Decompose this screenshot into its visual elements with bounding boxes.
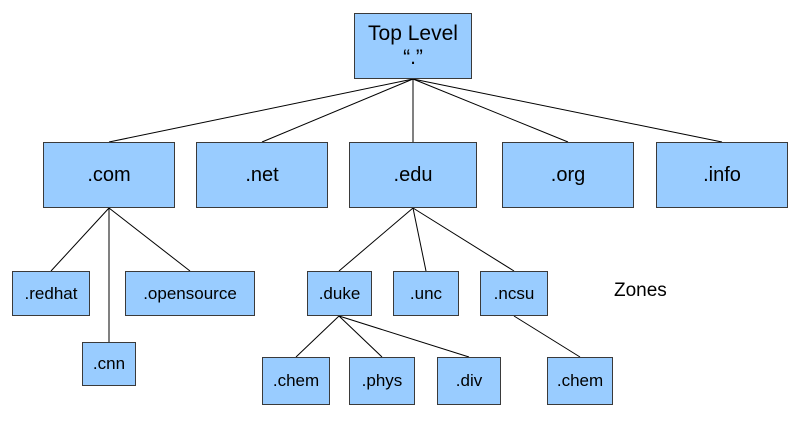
node-duke-chem-label: .chem (272, 371, 320, 391)
node-opensource: .opensource (125, 271, 255, 316)
node-net: .net (196, 142, 328, 208)
edge-duke-chem (295, 315, 340, 358)
root-label-line2: “.” (403, 46, 423, 69)
edge-com-redhat (50, 207, 110, 272)
node-duke-div-label: .div (455, 371, 483, 391)
root-node: Top Level “.” (354, 13, 472, 79)
zones-caption: Zones (614, 280, 667, 301)
node-info-label: .info (703, 163, 741, 186)
node-redhat-label: .redhat (24, 283, 78, 303)
node-opensource-label: .opensource (143, 283, 237, 303)
edge-duke-phys (338, 315, 383, 358)
node-ncsu: .ncsu (480, 271, 548, 316)
edge-root-net (261, 78, 414, 143)
node-duke-phys: .phys (349, 357, 415, 405)
node-com: .com (43, 142, 175, 208)
edge-duke-div (338, 315, 470, 358)
node-com-label: .com (87, 163, 131, 186)
node-duke-label: .duke (318, 283, 361, 303)
edge-edu-unc (412, 207, 427, 272)
root-label-line1: Top Level (368, 21, 458, 45)
node-ncsu-label: .ncsu (493, 283, 535, 303)
node-info: .info (656, 142, 788, 208)
node-edu-label: .edu (393, 163, 433, 186)
node-unc: .unc (393, 271, 459, 316)
edge-root-info (412, 78, 723, 143)
node-duke-phys-label: .phys (361, 371, 403, 391)
node-duke-chem: .chem (262, 357, 330, 405)
edge-ncsu-chem (513, 315, 581, 358)
node-cnn: .cnn (82, 342, 136, 386)
node-org: .org (502, 142, 634, 208)
node-duke-div: .div (437, 357, 501, 405)
edge-edu-duke (338, 207, 414, 272)
node-edu: .edu (349, 142, 477, 208)
edge-root-org (412, 78, 569, 143)
node-org-label: .org (550, 163, 586, 186)
node-cnn-label: .cnn (92, 354, 126, 374)
edge-root-com (108, 78, 414, 143)
node-unc-label: .unc (409, 283, 443, 303)
node-redhat: .redhat (12, 271, 90, 316)
node-ncsu-chem-label: .chem (556, 371, 604, 391)
node-duke: .duke (307, 271, 372, 316)
edge-edu-ncsu (412, 207, 515, 272)
node-ncsu-chem: .chem (547, 357, 613, 405)
edge-com-opensource (108, 207, 191, 272)
node-net-label: .net (245, 163, 279, 186)
